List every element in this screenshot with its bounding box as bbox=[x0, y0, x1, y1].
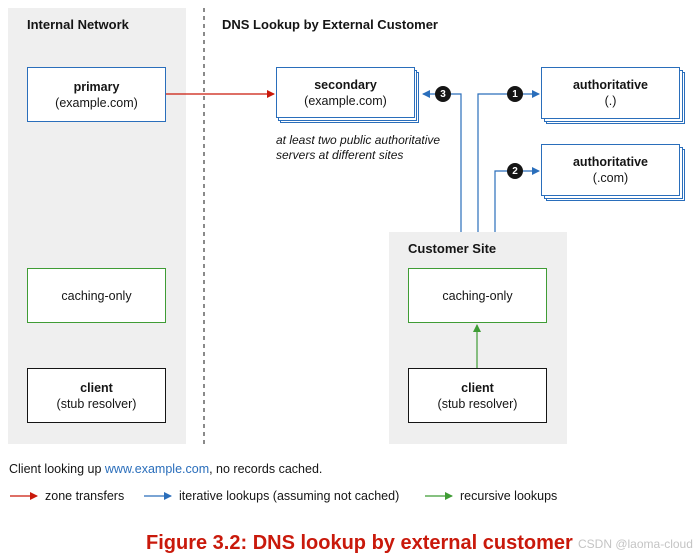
authoritative-root-zone: (.) bbox=[604, 94, 617, 108]
step-2-badge: 2 bbox=[507, 163, 523, 179]
legend-zone-transfers: zone transfers bbox=[45, 489, 125, 503]
customer-client-sub: (stub resolver) bbox=[437, 396, 518, 411]
internal-caching-only-label: caching-only bbox=[61, 288, 132, 303]
secondary-note: at least two public authoritative server… bbox=[276, 133, 440, 163]
secondary-server-zone: (example.com) bbox=[304, 93, 387, 108]
legend-recursive-lookups: recursive lookups bbox=[460, 489, 558, 503]
authoritative-com-zone: (.com) bbox=[592, 171, 629, 185]
primary-server-zone: (example.com) bbox=[55, 95, 138, 110]
lookup-3-arrow bbox=[422, 90, 462, 232]
customer-client-box: client (stub resolver) bbox=[408, 368, 547, 423]
lookup-2-arrow bbox=[494, 167, 540, 232]
customer-client-name: client bbox=[461, 380, 494, 395]
caption-link[interactable]: www.example.com bbox=[104, 462, 210, 476]
internal-network-title: Internal Network bbox=[27, 17, 129, 32]
authoritative-root-box: authoritative (.) bbox=[541, 67, 680, 119]
internal-caching-only-box: caching-only bbox=[27, 268, 166, 323]
lookup-1-arrow bbox=[477, 90, 540, 232]
external-title: DNS Lookup by External Customer bbox=[222, 17, 438, 32]
caption-prefix: Client looking up bbox=[9, 462, 105, 476]
figure-title: Figure 3.2: DNS lookup by external custo… bbox=[146, 532, 573, 554]
secondary-server-name: secondary bbox=[314, 77, 377, 92]
authoritative-com-name: authoritative bbox=[572, 155, 648, 169]
secondary-server-box: secondary (example.com) bbox=[276, 67, 415, 118]
customer-site-title: Customer Site bbox=[408, 241, 497, 256]
secondary-note-line-2: servers at different sites bbox=[276, 148, 404, 162]
primary-server-box: primary (example.com) bbox=[27, 67, 166, 122]
internal-client-sub: (stub resolver) bbox=[56, 396, 137, 411]
customer-caching-only-label: caching-only bbox=[442, 288, 513, 303]
legend-iterative-lookups: iterative lookups (assuming not cached) bbox=[179, 489, 400, 503]
internal-client-name: client bbox=[80, 380, 113, 395]
internal-client-box: client (stub resolver) bbox=[27, 368, 166, 423]
step-3-badge: 3 bbox=[435, 86, 451, 102]
caption: Client looking up www.example.com, no re… bbox=[9, 462, 322, 476]
secondary-note-line-1: at least two public authoritative bbox=[276, 133, 441, 147]
caption-suffix: , no records cached. bbox=[209, 462, 323, 476]
customer-caching-only-box: caching-only bbox=[408, 268, 547, 323]
authoritative-root-name: authoritative bbox=[572, 78, 648, 92]
step-1-badge: 1 bbox=[507, 86, 523, 102]
watermark: CSDN @laoma-cloud bbox=[578, 537, 693, 551]
primary-server-name: primary bbox=[73, 79, 120, 94]
authoritative-com-box: authoritative (.com) bbox=[541, 144, 680, 196]
